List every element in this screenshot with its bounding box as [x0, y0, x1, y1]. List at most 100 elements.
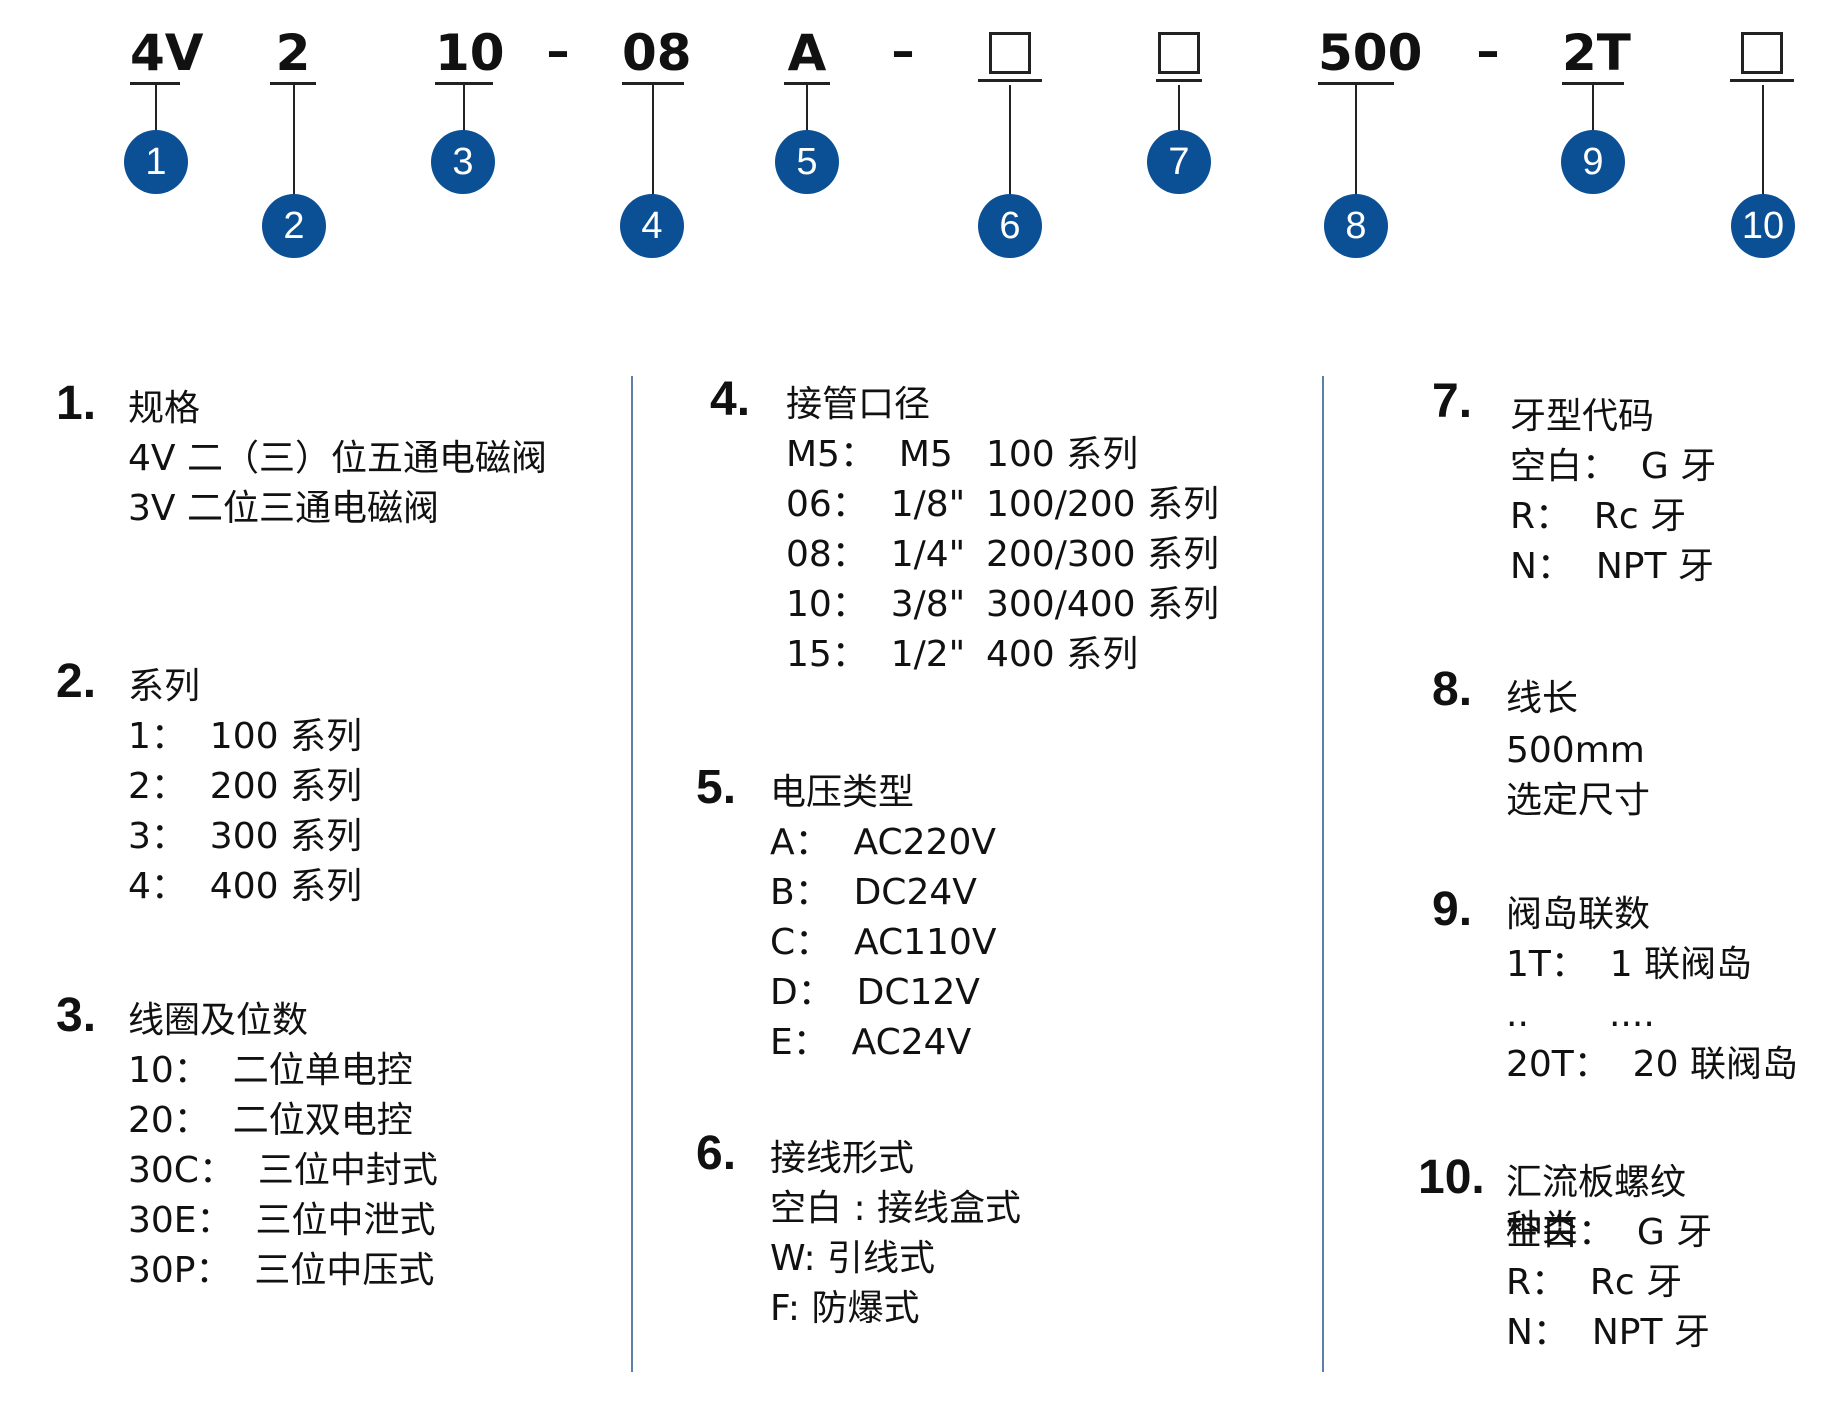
section-10: 10. 汇流板螺纹种类 空白： G 牙 R： Rc 牙 N： NPT 牙 — [1418, 1148, 1712, 1358]
code-part-8: 500 — [1318, 24, 1422, 85]
port-series: 100 系列 — [986, 434, 1139, 475]
marker-5: 5 — [775, 130, 839, 194]
list-item: 20： 二位双电控 — [128, 1100, 413, 1141]
port-series: 400 系列 — [986, 634, 1139, 675]
connector-line — [1762, 85, 1764, 225]
code-separator: – — [891, 24, 915, 78]
section-number: 9. — [1432, 883, 1473, 936]
connector-line — [806, 85, 808, 161]
list-item: 1： 100 系列 — [128, 716, 362, 757]
list-item: W: 引线式 — [770, 1238, 936, 1279]
list-item: 30C： 三位中封式 — [128, 1150, 438, 1191]
section-title: 接线形式 — [770, 1138, 915, 1179]
marker-3: 3 — [431, 130, 495, 194]
section-number: 3. — [56, 989, 97, 1042]
blank-box — [1158, 32, 1200, 74]
section-5: 5. 电压类型 A： AC220V B： DC24V C： AC110V D： … — [696, 758, 997, 1068]
list-item: 30P： 三位中压式 — [128, 1250, 435, 1291]
port-code: 10： 3/8" — [786, 584, 966, 625]
section-number: 7. — [1432, 375, 1473, 428]
connector-line — [155, 85, 157, 161]
marker-10: 10 — [1731, 194, 1795, 258]
list-item: 500mm — [1506, 730, 1645, 771]
section-title: 电压类型 — [770, 772, 915, 813]
list-item: 3： 300 系列 — [128, 816, 362, 857]
connector-line — [1178, 85, 1180, 161]
code-separator: – — [1476, 24, 1500, 78]
code-part-7-blank — [1156, 24, 1202, 82]
section-title: 系列 — [128, 666, 201, 707]
list-item: 1T： 1 联阀岛 — [1506, 944, 1753, 985]
list-item: F: 防爆式 — [770, 1288, 920, 1329]
list-item: .. .... — [1506, 994, 1655, 1035]
list-item: D： DC12V — [770, 972, 980, 1013]
port-code: 08： 1/4" — [786, 534, 966, 575]
section-title: 阀岛联数 — [1506, 894, 1651, 935]
port-code: 06： 1/8" — [786, 484, 966, 525]
list-item: 30E： 三位中泄式 — [128, 1200, 436, 1241]
section-8: 8. 线长 500mm 选定尺寸 — [1432, 660, 1650, 826]
section-title: 牙型代码 — [1510, 396, 1655, 437]
section-9: 9. 阀岛联数 1T： 1 联阀岛 .. .... 20T： 20 联阀岛 — [1432, 880, 1798, 1090]
section-title: 接管口径 — [786, 384, 931, 425]
port-series: 100/200 系列 — [986, 484, 1219, 525]
section-number: 6. — [696, 1127, 737, 1180]
section-title: 线圈及位数 — [128, 1000, 309, 1041]
list-item: A： AC220V — [770, 822, 996, 863]
connector-line — [293, 85, 295, 225]
code-part-2: 2 — [270, 24, 316, 85]
list-item: N： NPT 牙 — [1510, 546, 1714, 587]
code-part-1: 4V — [130, 24, 204, 85]
code-part-9: 2T — [1562, 24, 1631, 85]
list-item: 3V 二位三通电磁阀 — [128, 488, 439, 529]
connector-line — [463, 85, 465, 161]
port-series: 300/400 系列 — [986, 584, 1219, 625]
section-7: 7. 牙型代码 空白： G 牙 R： Rc 牙 N： NPT 牙 — [1432, 372, 1716, 592]
marker-1: 1 — [124, 130, 188, 194]
section-number: 10. — [1418, 1151, 1485, 1204]
list-item: 20T： 20 联阀岛 — [1506, 1044, 1798, 1085]
port-code: 15： 1/2" — [786, 634, 966, 675]
section-title: 线长 — [1506, 678, 1579, 719]
list-item: 选定尺寸 — [1506, 780, 1651, 821]
list-item: 空白： G 牙 — [1510, 446, 1717, 487]
list-item: E： AC24V — [770, 1022, 972, 1063]
section-number: 8. — [1432, 663, 1473, 716]
section-number: 2. — [56, 655, 97, 708]
port-series: 200/300 系列 — [986, 534, 1219, 575]
connector-line — [1592, 85, 1594, 161]
marker-4: 4 — [620, 194, 684, 258]
list-item: 空白 : 接线盒式 — [770, 1188, 1022, 1229]
section-3: 3. 线圈及位数 10： 二位单电控 20： 二位双电控 30C： 三位中封式 … — [56, 986, 438, 1296]
list-item: 空白： G 牙 — [1506, 1212, 1713, 1253]
list-item: R： Rc 牙 — [1510, 496, 1687, 537]
marker-8: 8 — [1324, 194, 1388, 258]
list-item: 4： 400 系列 — [128, 866, 362, 907]
section-number: 5. — [696, 761, 737, 814]
code-part-10-blank — [1730, 24, 1794, 82]
section-number: 4. — [710, 373, 751, 426]
list-item: 10： 二位单电控 — [128, 1050, 413, 1091]
connector-line — [652, 85, 654, 225]
code-part-4: 08 — [622, 24, 692, 85]
connector-line — [1355, 85, 1357, 225]
section-1: 1. 规格 4V 二（三）位五通电磁阀 3V 二位三通电磁阀 — [56, 374, 547, 534]
section-6: 6. 接线形式 空白 : 接线盒式 W: 引线式 F: 防爆式 — [696, 1124, 1021, 1334]
column-divider — [1322, 376, 1324, 1372]
list-item: R： Rc 牙 — [1506, 1262, 1683, 1303]
blank-box — [1741, 32, 1783, 74]
column-divider — [631, 376, 633, 1372]
code-part-6-blank — [978, 24, 1042, 82]
section-number: 1. — [56, 377, 97, 430]
section-2: 2. 系列 1： 100 系列 2： 200 系列 3： 300 系列 4： 4… — [56, 652, 362, 912]
section-title: 规格 — [128, 388, 201, 429]
connector-line — [1009, 85, 1011, 225]
list-item: N： NPT 牙 — [1506, 1312, 1710, 1353]
port-code: M5： M5 — [786, 434, 953, 475]
list-item: 4V 二（三）位五通电磁阀 — [128, 438, 547, 479]
list-item: 2： 200 系列 — [128, 766, 362, 807]
blank-box — [989, 32, 1031, 74]
list-item: B： DC24V — [770, 872, 977, 913]
marker-7: 7 — [1147, 130, 1211, 194]
section-4: 4. 接管口径 M5： M5 100 系列 06： 1/8" 100/200 系… — [710, 370, 1219, 680]
